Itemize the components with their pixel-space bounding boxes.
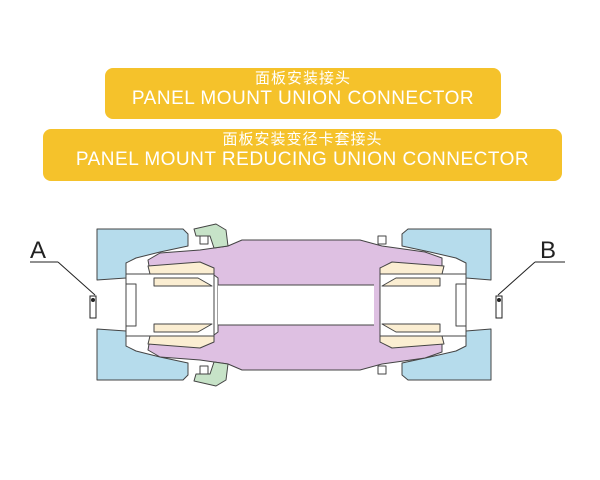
union-bore [218,285,374,325]
callout-a: A [30,237,97,319]
washer-left-bottom [199,365,209,375]
panel-nut-top [193,223,229,249]
left-front-ferrule-top [147,261,215,275]
left-tube-end [125,283,137,327]
right-front-ferrule-top [379,261,445,275]
washer-right-bottom [377,365,387,375]
right-tube-end [455,283,467,327]
right-nut-top [401,228,492,281]
left-back-ferrule-bottom [153,323,213,333]
title-banner-union: 面板安装接头 PANEL MOUNT UNION CONNECTOR [105,68,501,119]
right-back-ferrule-bottom [381,323,441,333]
callout-label-a: A [30,237,46,264]
banner-title-zh: 面板安装接头 [254,70,351,87]
banner-title-en: PANEL MOUNT UNION CONNECTOR [131,87,475,109]
left-front-ferrule-bottom [147,335,215,349]
left-nut-bottom [96,328,189,381]
right-nut-bottom [401,328,492,381]
washer-left-top [199,235,209,245]
panel-nut-bottom [193,361,229,387]
right-front-ferrule-bottom [379,335,445,349]
callout-b: B [495,237,565,319]
right-back-ferrule-top [381,277,441,287]
title-banner-reducing-union: 面板安装变径卡套接头 PANEL MOUNT REDUCING UNION CO… [43,129,562,181]
washer-right-top [377,235,387,245]
callout-label-b: B [540,237,556,264]
left-back-ferrule-top [153,277,213,287]
banner-title-zh: 面板安装变径卡套接头 [222,131,383,148]
left-nut-top [96,228,189,281]
banner-title-en: PANEL MOUNT REDUCING UNION CONNECTOR [75,148,530,170]
